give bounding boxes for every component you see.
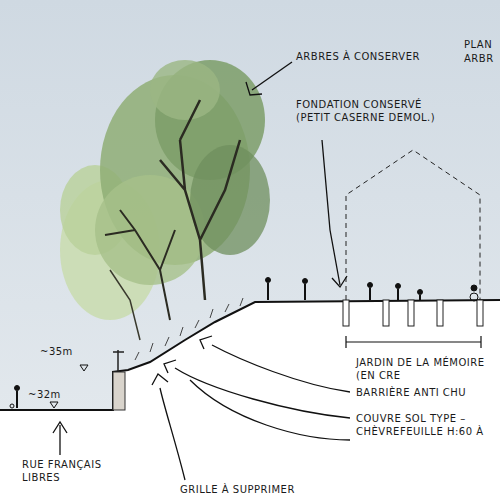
ground-section: [0, 300, 500, 500]
annotation-label: COUVRE SOL TYPE – CHÈVREFEUILLE H:60 À: [356, 412, 496, 438]
annotation-label: GRILLE À SUPPRIMER: [180, 483, 295, 496]
level-marker: [50, 402, 58, 408]
foundations: [343, 300, 483, 326]
annotation-label: RUE FRANÇAIS LIBRES: [22, 458, 112, 484]
level-marker: [80, 365, 88, 371]
people: [10, 278, 478, 409]
grille: [113, 350, 124, 372]
annotation-label: ARBR: [464, 52, 494, 65]
annotation-label: ~32m: [28, 388, 61, 401]
retaining-wall: [113, 372, 125, 410]
leaders: [53, 62, 350, 480]
annotation-label: JARDIN DE LA MÉMOIRE (EN CRE: [356, 356, 496, 382]
annotation-label: FONDATION CONSERVÉ (PETIT CASERNE DEMOL.…: [296, 98, 446, 124]
trees: [60, 60, 270, 340]
demolished-building-outline: [346, 150, 480, 300]
ground-line: [0, 300, 500, 410]
annotation-label: ARBRES À CONSERVER: [296, 50, 420, 63]
ground-cover: [135, 298, 243, 360]
annotation-label: PLAN: [464, 38, 492, 51]
annotation-label: ~35m: [40, 345, 73, 358]
annotation-label: BARRIÈRE ANTI CHU: [356, 386, 466, 399]
garden-extent: [346, 336, 481, 348]
